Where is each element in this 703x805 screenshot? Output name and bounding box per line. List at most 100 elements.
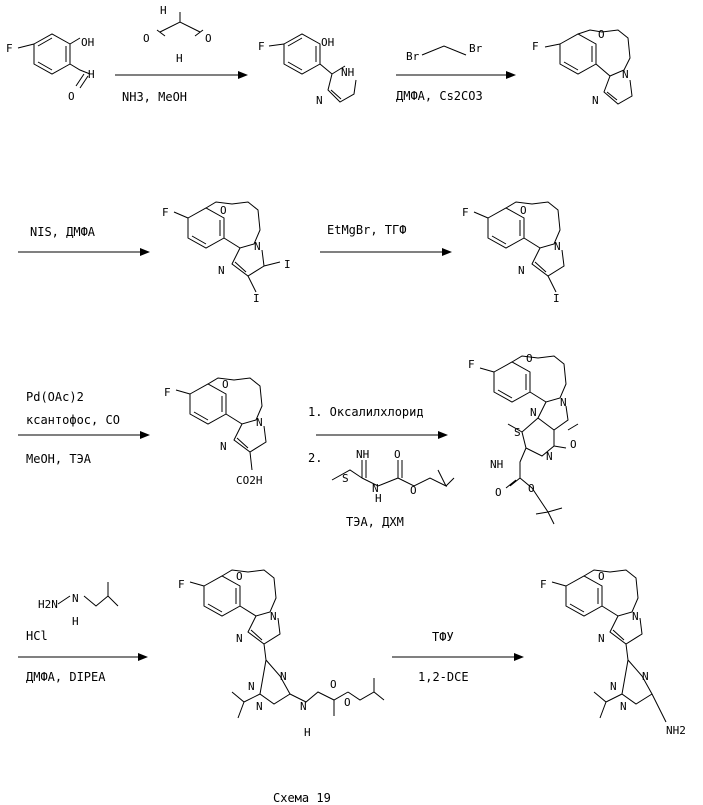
step-8-solvent: 1,2-DCE bbox=[418, 670, 469, 684]
arrow-step-1 bbox=[115, 71, 248, 79]
atom-s: S bbox=[342, 472, 349, 485]
atom-n: N bbox=[560, 396, 567, 409]
atom-n: N bbox=[280, 670, 287, 683]
atom-n: N bbox=[546, 450, 553, 463]
step-4-conditions: EtMgBr, ТГФ bbox=[327, 223, 406, 237]
atom-h2n: H2N bbox=[38, 598, 58, 611]
reagent-glyoxal: H O O H bbox=[143, 4, 212, 65]
atom-h: H bbox=[160, 4, 167, 17]
atom-f: F bbox=[6, 42, 13, 55]
atom-o: O bbox=[520, 204, 527, 217]
atom-n: N bbox=[316, 94, 323, 107]
atom-n: N bbox=[554, 240, 561, 253]
step-6-reagent-2: 2. bbox=[308, 451, 322, 465]
arrow-step-5 bbox=[18, 431, 150, 439]
atom-nh: NH bbox=[341, 66, 354, 79]
atom-n: N bbox=[248, 680, 255, 693]
structure-monoiodo-intermediate: F O N N I bbox=[462, 202, 564, 305]
atom-o: O bbox=[570, 438, 577, 451]
atom-n: N bbox=[236, 632, 243, 645]
structure-triazinone-boc: F O N N S N O NH O O bbox=[468, 352, 578, 524]
structure-carboxylic-acid: F O N N CO2H bbox=[164, 378, 266, 487]
atom-h: H bbox=[304, 726, 311, 739]
atom-n: N bbox=[610, 680, 617, 693]
atom-n: N bbox=[518, 264, 525, 277]
atom-br: Br bbox=[469, 42, 483, 55]
atom-n: N bbox=[72, 592, 79, 605]
atom-o: O bbox=[495, 486, 502, 499]
step-7-solvent: ДМФА, DIPEA bbox=[26, 670, 106, 684]
step-1-conditions: NH3, MeOH bbox=[122, 90, 187, 104]
structure-boc-aminotriazole: F O N N N N N N H O O bbox=[178, 570, 384, 739]
atom-n: N bbox=[620, 700, 627, 713]
step-2-conditions: ДМФА, Cs2CO3 bbox=[396, 89, 483, 103]
atom-o: O bbox=[222, 378, 229, 391]
atom-nh: NH bbox=[356, 448, 369, 461]
structure-diiodo-intermediate: F O N N I I bbox=[162, 202, 291, 305]
structure-phenol-imidazole: F OH NH N bbox=[258, 34, 356, 107]
atom-f: F bbox=[532, 40, 539, 53]
atom-n: N bbox=[642, 670, 649, 683]
atom-n: N bbox=[300, 700, 307, 713]
atom-h: H bbox=[176, 52, 183, 65]
atom-f: F bbox=[258, 40, 265, 53]
arrow-step-4 bbox=[320, 248, 452, 256]
atom-h: H bbox=[72, 615, 79, 628]
atom-o: O bbox=[143, 32, 150, 45]
atom-o: O bbox=[205, 32, 212, 45]
structure-benzoxazepine-imidazole: F O N N bbox=[532, 28, 632, 107]
arrow-step-7 bbox=[18, 653, 148, 661]
atom-i: I bbox=[553, 292, 560, 305]
atom-o: O bbox=[330, 678, 337, 691]
reagent-isothiourea-boc: NH S N H O O bbox=[332, 448, 454, 505]
atom-o: O bbox=[344, 696, 351, 709]
atom-n: N bbox=[270, 610, 277, 623]
atom-o: O bbox=[68, 90, 75, 103]
atom-n: N bbox=[530, 406, 537, 419]
step-5-solvent: MeOH, ТЭА bbox=[26, 452, 92, 466]
atom-f: F bbox=[468, 358, 475, 371]
atom-n: N bbox=[256, 700, 263, 713]
atom-o: O bbox=[394, 448, 401, 461]
arrow-step-8 bbox=[392, 653, 524, 661]
atom-f: F bbox=[540, 578, 547, 591]
arrow-step-3 bbox=[18, 248, 150, 256]
atom-f: F bbox=[164, 386, 171, 399]
scheme-caption: Схема 19 bbox=[273, 791, 331, 805]
atom-f: F bbox=[178, 578, 185, 591]
step-6-reagent-1: 1. Оксалилхлорид bbox=[308, 405, 424, 419]
atom-co2h: CO2H bbox=[236, 474, 263, 487]
atom-o: O bbox=[598, 28, 605, 41]
atom-n: N bbox=[256, 416, 263, 429]
structure-final-aminotriazole: F O N N N N N NH2 bbox=[540, 570, 686, 737]
atom-br: Br bbox=[406, 50, 420, 63]
step-3-conditions: NIS, ДМФА bbox=[30, 225, 96, 239]
arrow-step-6 bbox=[316, 431, 448, 439]
structure-fluoro-hydroxybenzaldehyde: F OH H O bbox=[6, 34, 95, 103]
atom-oh: OH bbox=[321, 36, 334, 49]
atom-s: S bbox=[514, 426, 521, 439]
atom-o: O bbox=[220, 204, 227, 217]
atom-h: H bbox=[375, 492, 382, 505]
atom-o: O bbox=[528, 482, 535, 495]
atom-o: O bbox=[526, 352, 533, 365]
atom-o: O bbox=[598, 570, 605, 583]
atom-f: F bbox=[162, 206, 169, 219]
step-7-salt: HCl bbox=[26, 629, 48, 643]
atom-h: H bbox=[88, 68, 95, 81]
atom-oh: OH bbox=[81, 36, 94, 49]
atom-o: O bbox=[410, 484, 417, 497]
atom-n: N bbox=[220, 440, 227, 453]
atom-nh2: NH2 bbox=[666, 724, 686, 737]
step-5-ligand: ксантофос, CO bbox=[26, 413, 120, 427]
atom-i: I bbox=[284, 258, 291, 271]
atom-o: O bbox=[236, 570, 243, 583]
reagent-dibromoethane: Br Br bbox=[406, 42, 483, 63]
atom-n: N bbox=[592, 94, 599, 107]
atom-f: F bbox=[462, 206, 469, 219]
arrow-step-2 bbox=[396, 71, 516, 79]
atom-n: N bbox=[218, 264, 225, 277]
atom-n: N bbox=[254, 240, 261, 253]
atom-n: N bbox=[632, 610, 639, 623]
